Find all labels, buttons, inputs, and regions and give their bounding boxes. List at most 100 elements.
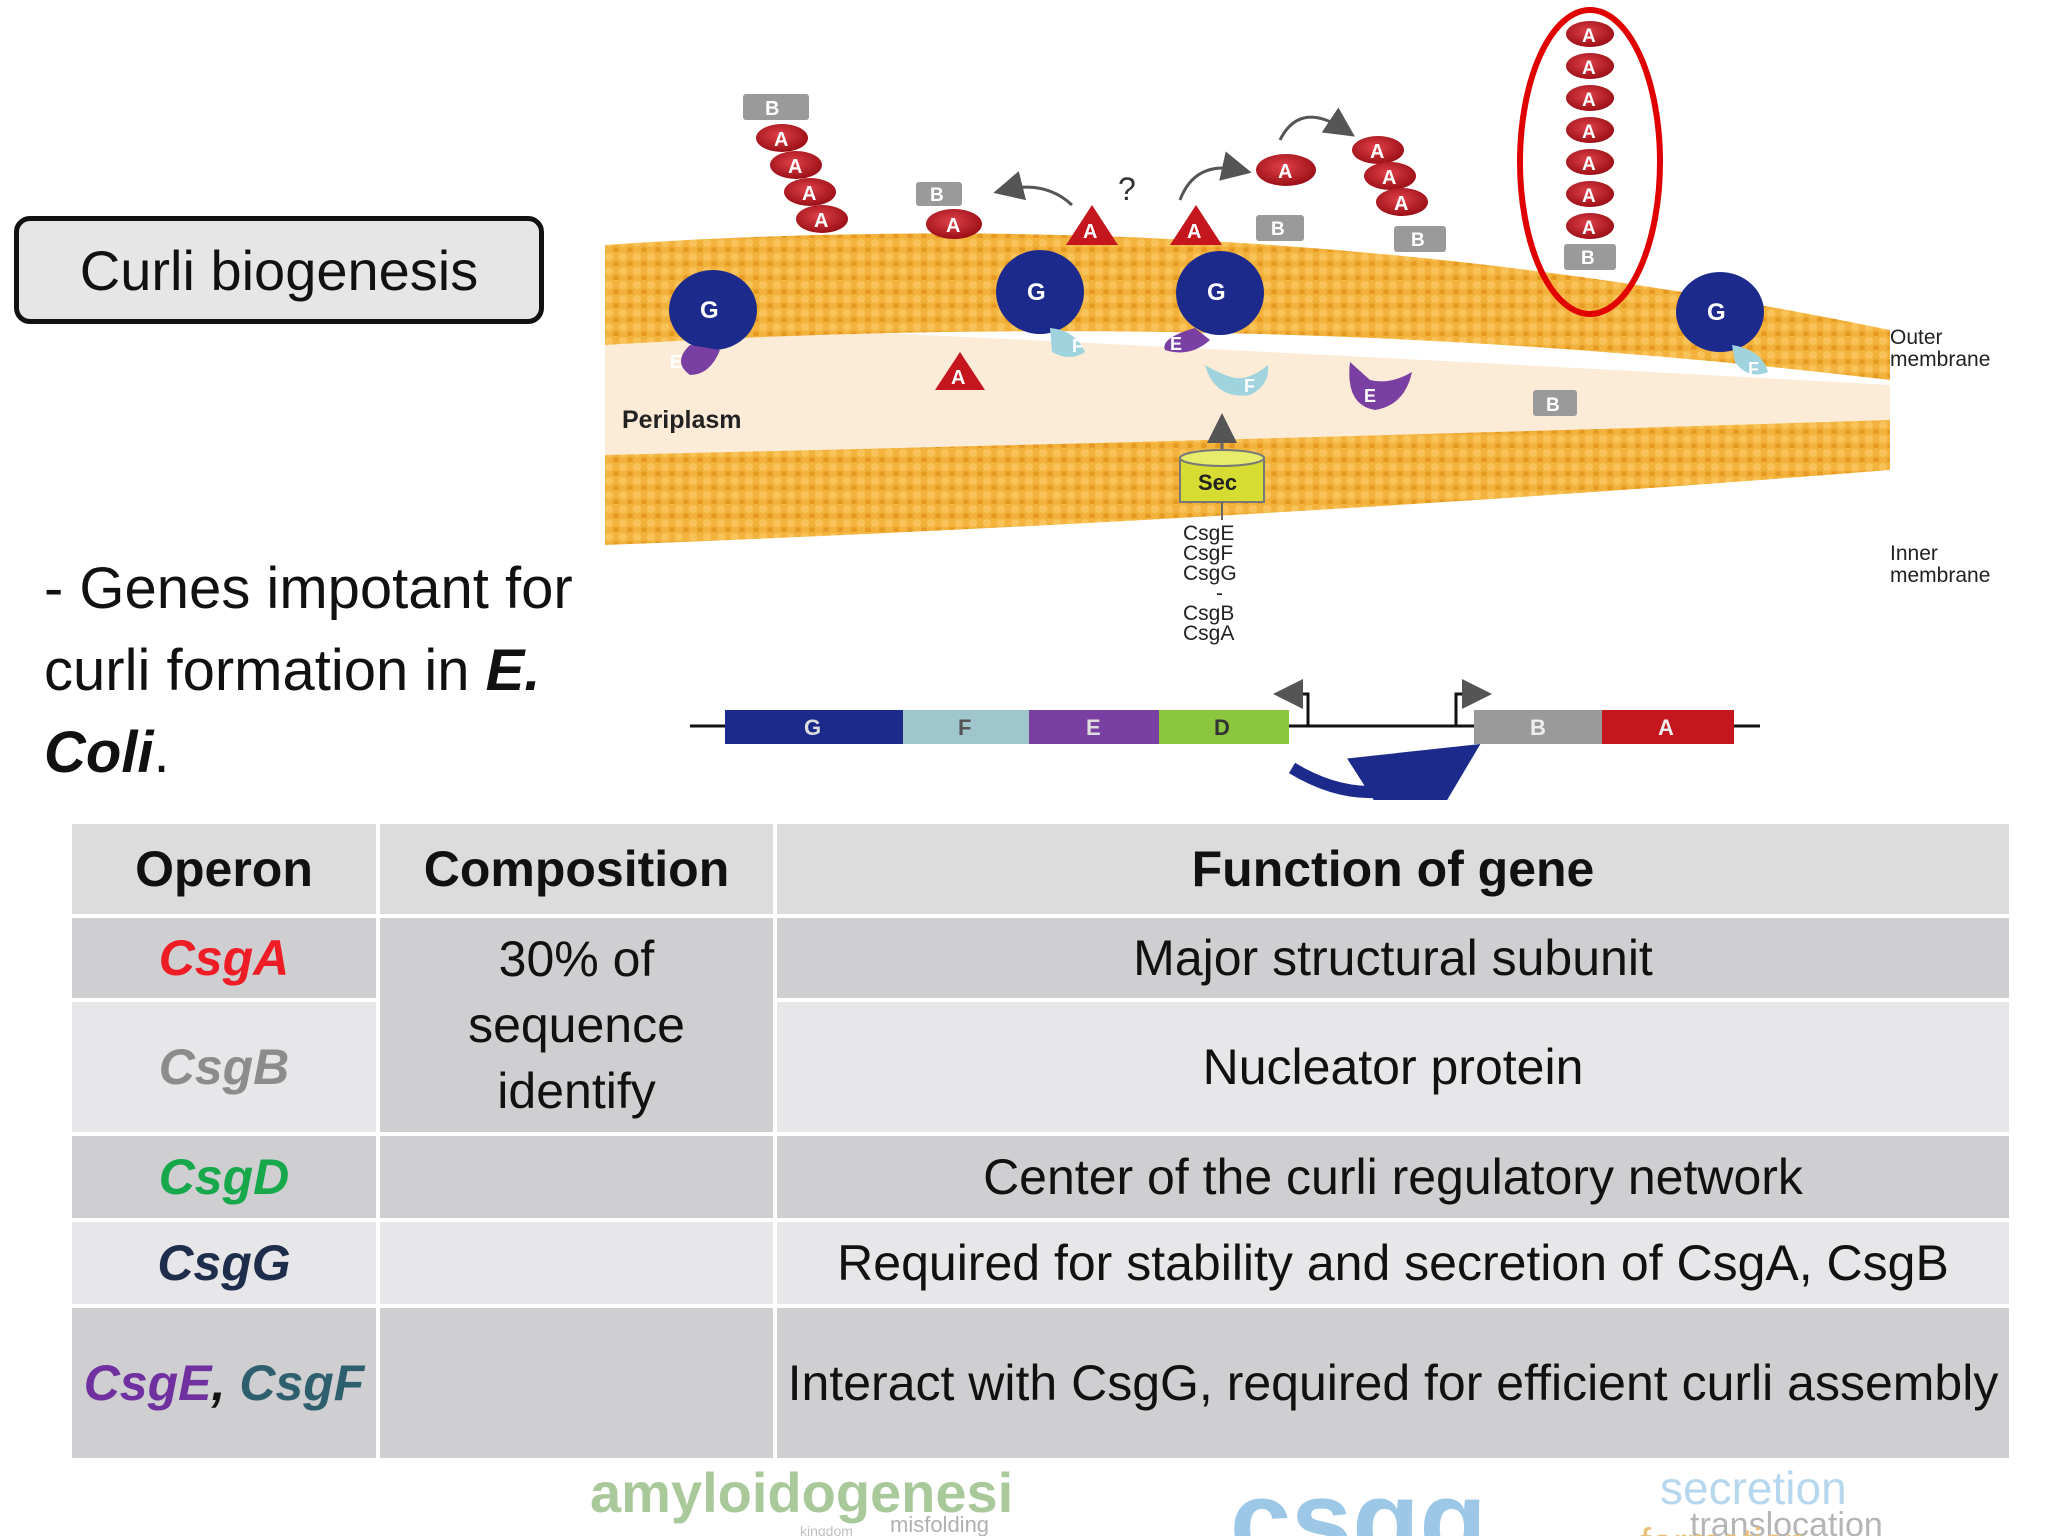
release-arrow <box>1178 151 1252 201</box>
sec-translocon: Sec <box>1179 413 1265 520</box>
operon-separator: , <box>211 1355 226 1411</box>
svg-text:Sec: Sec <box>1198 470 1237 495</box>
csg-gene-table: Operon Composition Function of gene CsgA… <box>68 820 2013 1462</box>
cloud-word: kingdom <box>800 1523 853 1536</box>
header-composition: Composition <box>376 820 777 918</box>
highlight-circle <box>1517 7 1663 317</box>
svg-text:E: E <box>1086 715 1101 740</box>
table-row: CsgA 30% of sequence identify Major stru… <box>68 914 2013 1136</box>
operon-gene-d <box>1159 710 1289 744</box>
operon-cell: CsgB <box>68 998 380 1136</box>
surface-csgb: B <box>1256 215 1304 241</box>
polymerization-arrow <box>1278 107 1355 141</box>
bullet-text: - Genes impotant for curli formation in … <box>44 548 604 794</box>
svg-text:A: A <box>1582 154 1596 175</box>
svg-text:A: A <box>1582 186 1596 207</box>
operon-gene-f <box>903 710 1029 744</box>
svg-text:A: A <box>1582 58 1596 79</box>
svg-text:G: G <box>1207 279 1226 306</box>
table-row: CsgE, CsgF Interact with CsgG, required … <box>68 1304 2013 1462</box>
slide-title: Curli biogenesis <box>14 216 544 324</box>
periplasmic-csga: A <box>935 352 985 390</box>
regulation-arrow <box>1288 744 1481 800</box>
svg-text:A: A <box>1582 218 1596 239</box>
curli-fibril-mature: A A A A A A A B <box>1564 21 1616 270</box>
secreted-csga-1: A <box>1066 205 1118 245</box>
svg-text:A: A <box>1382 167 1396 189</box>
function-cell: Interact with CsgG, required for efficie… <box>773 1304 2013 1462</box>
operon-gene-b <box>1474 710 1602 744</box>
svg-text:A: A <box>788 156 802 178</box>
svg-text:E: E <box>670 352 682 372</box>
operon-cell: CsgD <box>68 1132 380 1222</box>
operon-gene-a <box>1602 710 1734 744</box>
periplasmic-csgb: B <box>1533 390 1577 416</box>
question-mark: ? <box>1118 171 1136 207</box>
svg-text:E: E <box>1170 334 1182 354</box>
svg-text:A: A <box>774 129 788 151</box>
table-row: CsgG Required for stability and secretio… <box>68 1218 2013 1308</box>
cloud-word: csgg <box>1230 1460 1487 1536</box>
exchange-arrow <box>993 171 1074 207</box>
svg-text:A: A <box>1187 221 1201 243</box>
svg-text:D: D <box>1214 715 1230 740</box>
svg-text:A: A <box>1658 715 1674 740</box>
curli-fibril-left: B A A A A <box>743 94 848 233</box>
table-row: CsgD Center of the curli regulatory netw… <box>68 1132 2013 1222</box>
svg-text:B: B <box>1581 248 1595 269</box>
periplasm-label: Periplasm <box>622 406 742 434</box>
header-operon: Operon <box>68 820 380 918</box>
svg-text:G: G <box>804 715 821 740</box>
svg-text:E: E <box>1364 386 1376 406</box>
csgb-csga-pair: B A <box>916 182 982 239</box>
free-csga: A <box>1256 154 1316 186</box>
svg-text:F: F <box>1244 376 1255 396</box>
svg-text:B: B <box>1411 230 1425 251</box>
svg-text:A: A <box>1582 90 1596 111</box>
operon-cell: CsgA <box>68 914 380 1002</box>
cloud-word: secretion <box>1660 1462 1847 1514</box>
operon-cell: CsgE, CsgF <box>68 1304 380 1462</box>
svg-text:F: F <box>958 715 971 740</box>
function-cell: Major structural subunit <box>773 914 2013 1002</box>
csg-operon-map: G F E D B A <box>690 679 1760 800</box>
secreted-csga-2: A <box>1170 205 1222 245</box>
bullet-suffix: . <box>153 720 170 785</box>
composition-cell-empty <box>376 1132 777 1222</box>
cloud-word: misfolding <box>890 1512 989 1536</box>
bullet-prefix: - Genes impotant for curli formation in <box>44 556 573 703</box>
svg-text:A: A <box>951 367 965 389</box>
svg-text:F: F <box>1072 336 1083 356</box>
svg-text:B: B <box>1271 219 1285 240</box>
svg-text:A: A <box>1394 193 1408 215</box>
svg-text:A: A <box>946 215 960 237</box>
cloud-word: amyloidogenesi <box>590 1461 1013 1524</box>
cloud-word: translocation <box>1690 1506 1883 1536</box>
svg-text:B: B <box>1546 395 1560 416</box>
svg-text:A: A <box>1278 161 1292 183</box>
svg-text:A: A <box>814 210 828 232</box>
function-cell: Center of the curli regulatory network <box>773 1132 2013 1222</box>
sec-gene-list: CsgE CsgF CsgG - CsgB CsgA <box>1183 522 1243 645</box>
svg-text:G: G <box>1027 279 1046 306</box>
svg-text:A: A <box>1083 221 1097 243</box>
table-row: CsgB Nucleator protein <box>68 998 2013 1136</box>
svg-text:G: G <box>700 297 719 324</box>
svg-text:A: A <box>1582 26 1596 47</box>
composition-cell-empty <box>376 1218 777 1308</box>
csgg-pore-2: F G <box>996 250 1085 357</box>
operon-csgf: CsgF <box>239 1355 365 1411</box>
csgg-pore-1: E G <box>669 270 757 375</box>
svg-text:F: F <box>1748 359 1759 379</box>
header-function: Function of gene <box>773 820 2013 918</box>
svg-text:B: B <box>930 185 944 206</box>
word-cloud-background: amyloidogenesi csgg secretion translocat… <box>590 1460 1883 1536</box>
function-cell: Required for stability and secretion of … <box>773 1218 2013 1308</box>
organism-name: E. Coli <box>44 638 541 785</box>
periplasmic-csgf: F <box>1205 365 1269 396</box>
function-cell: Nucleator protein <box>773 998 2013 1136</box>
svg-text:G: G <box>1707 299 1726 326</box>
